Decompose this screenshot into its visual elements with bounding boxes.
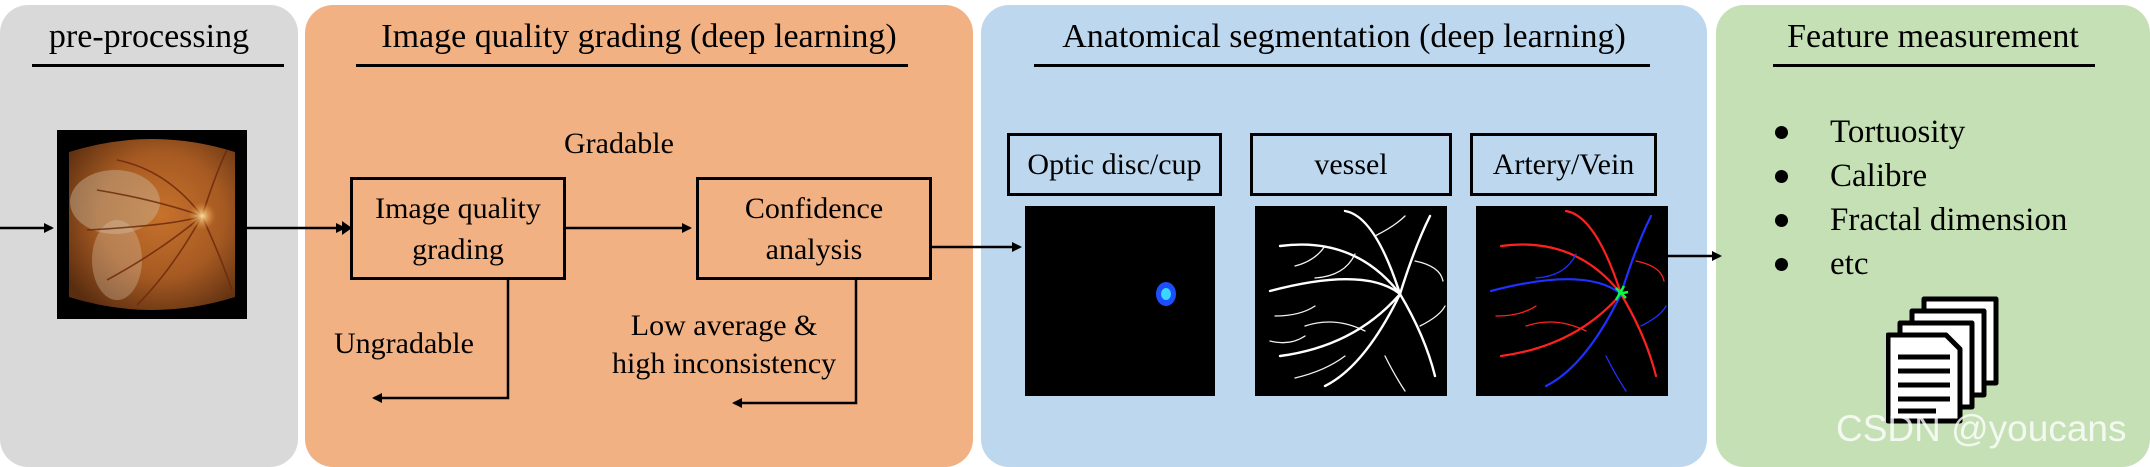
feature-item-tortuosity: Tortuosity: [1775, 110, 2067, 154]
feature-measurement-title-underline: [1773, 64, 2095, 67]
feature-item-label: Tortuosity: [1830, 114, 1966, 150]
quality-grading-title: Image quality grading (deep learning): [381, 18, 897, 55]
tab-artery-vein-label: Artery/Vein: [1492, 148, 1635, 181]
low-average-line-1: Low average &: [630, 309, 818, 342]
feature-measurement-title: Feature measurement: [1787, 18, 2079, 55]
low-average-label: Low average & high inconsistency: [612, 307, 836, 383]
confidence-analysis-box: Confidence analysis: [696, 177, 932, 280]
bullet-icon: [1775, 257, 1788, 271]
quality-grading-title-underline: [356, 64, 908, 67]
quality-grading-panel: [305, 5, 973, 467]
feature-item-label: etc: [1830, 246, 1869, 282]
feature-item-label: Fractal dimension: [1830, 202, 2068, 238]
confidence-box-line-2: analysis: [765, 232, 863, 266]
feature-item-etc: etc: [1775, 242, 2067, 286]
arrow-ungradable: [372, 280, 510, 403]
feature-item-fractal-dimension: Fractal dimension: [1775, 198, 2067, 242]
segmentation-title: Anatomical segmentation (deep learning): [1062, 18, 1626, 55]
tab-vessel-label: vessel: [1314, 148, 1388, 181]
tab-artery-vein: Artery/Vein: [1470, 133, 1657, 196]
bullet-icon: [1775, 169, 1788, 183]
low-average-line-2: high inconsistency: [612, 347, 837, 380]
feature-list: Tortuosity Calibre Fractal dimension etc: [1775, 110, 2067, 286]
feature-item-calibre: Calibre: [1775, 154, 2067, 198]
preprocessing-title-underline: [32, 64, 284, 67]
grading-box-line-2: grading: [412, 232, 504, 266]
bullet-icon: [1775, 213, 1788, 227]
documents-stack-icon: [1886, 296, 1999, 424]
grading-box-line-1: Image quality: [375, 191, 541, 225]
segmentation-title-underline: [1034, 64, 1650, 67]
tab-vessel: vessel: [1250, 133, 1452, 196]
gradable-label: Gradable: [564, 127, 674, 160]
tab-optic-disc-cup: Optic disc/cup: [1007, 133, 1222, 196]
artery-vein-map-icon: [1476, 206, 1668, 396]
tab-optic-disc-cup-label: Optic disc/cup: [1027, 148, 1202, 181]
vessel-map-icon: [1255, 206, 1447, 396]
preprocessing-title: pre-processing: [48, 18, 250, 55]
image-quality-grading-box: Image quality grading: [350, 177, 566, 280]
bullet-icon: [1775, 125, 1788, 139]
arrow-low-confidence: [732, 280, 858, 408]
ungradable-label: Ungradable: [334, 327, 474, 360]
confidence-box-line-1: Confidence: [744, 191, 884, 225]
fundus-photo-icon: [57, 130, 247, 319]
watermark: CSDN @youcans: [1836, 408, 2127, 449]
optic-disc-map-icon: [1025, 206, 1215, 396]
feature-item-label: Calibre: [1830, 158, 1928, 194]
